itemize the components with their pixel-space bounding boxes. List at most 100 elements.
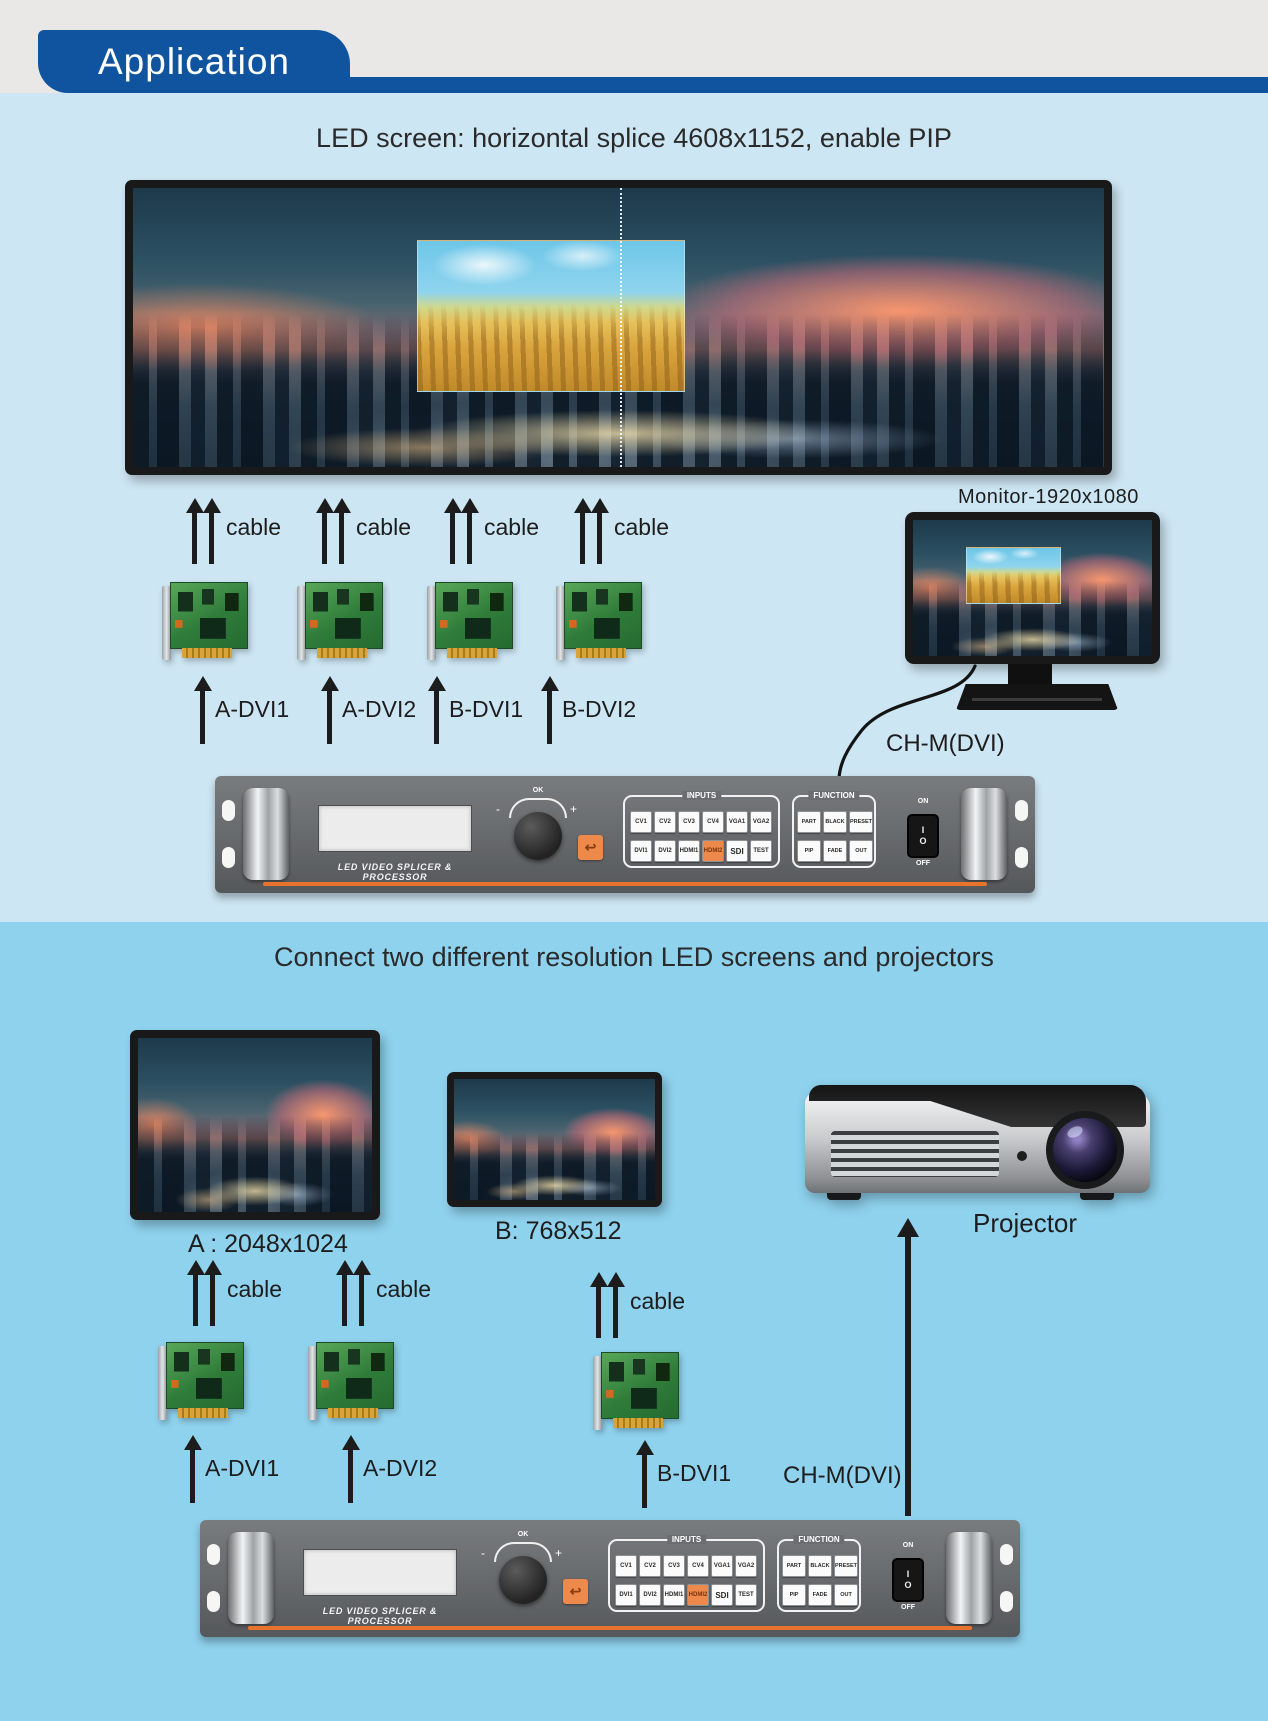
up-arrow xyxy=(467,512,472,564)
output-group: A-DVI2 xyxy=(327,676,416,744)
led-screen-a xyxy=(130,1030,380,1220)
monitor-neck xyxy=(1008,664,1052,684)
back-icon: ↩ xyxy=(569,1583,582,1599)
function-group: FUNCTION PART BLACK PRESET PIP FADE OUT xyxy=(792,791,876,868)
up-arrow xyxy=(596,1286,601,1338)
inputs-group: INPUTS CV1 CV2 CV3 CV4 VGA1 VGA2 DVI1 DV… xyxy=(623,791,780,868)
up-arrow xyxy=(547,690,552,744)
power-o-mark: O xyxy=(919,836,927,846)
cable-group: cable xyxy=(192,498,281,564)
up-arrow xyxy=(327,690,332,744)
video-processor-front-panel: LED VIDEO SPLICER & PROCESSOR OK - + ↩ I… xyxy=(200,1520,1020,1637)
input-button: CV4 xyxy=(687,1555,709,1577)
sender-card xyxy=(297,582,383,664)
knob-ok-label: OK xyxy=(532,787,544,794)
splice-divider-line xyxy=(620,188,622,467)
up-arrow xyxy=(200,690,205,744)
function-button: BLACK xyxy=(808,1555,832,1577)
input-button: TEST xyxy=(750,840,772,862)
up-arrow xyxy=(642,1454,647,1508)
knob-minus-label: - xyxy=(481,1546,485,1560)
rack-ear-hole xyxy=(1015,847,1028,868)
function-button: OUT xyxy=(849,840,873,862)
header-underline-bar xyxy=(120,77,1268,93)
section2-title: Connect two different resolution LED scr… xyxy=(274,942,994,972)
front-panel-accent-stripe xyxy=(263,882,987,886)
power-switch: I O xyxy=(907,814,939,858)
led-screen-b xyxy=(447,1072,662,1207)
input-button: SDI xyxy=(726,840,748,862)
input-button: TEST xyxy=(735,1584,757,1606)
screen-a-image xyxy=(138,1038,372,1212)
video-processor-front-panel: LED VIDEO SPLICER & PROCESSOR OK - + ↩ I… xyxy=(215,776,1035,893)
sender-card xyxy=(308,1342,394,1424)
rack-handle xyxy=(946,1532,992,1624)
card-board xyxy=(166,1342,244,1409)
card-bracket xyxy=(593,1356,602,1430)
up-arrow xyxy=(342,1274,347,1326)
monitor-label: Monitor-1920x1080 xyxy=(958,486,1139,508)
output-group: A-DVI1 xyxy=(190,1435,279,1503)
projector xyxy=(805,1085,1150,1200)
input-button-active: HDMI2 xyxy=(687,1584,709,1606)
section1-title: LED screen: horizontal splice 4608x1152,… xyxy=(316,123,952,153)
input-button: DVI2 xyxy=(639,1584,661,1606)
monitor-image xyxy=(913,520,1152,656)
input-button: VGA1 xyxy=(726,811,748,833)
cable-label: cable xyxy=(614,514,669,540)
knob-plus-label: + xyxy=(555,1546,563,1560)
back-button: ↩ xyxy=(563,1579,588,1604)
ch-m-dvi-label: CH-M(DVI) xyxy=(783,1462,902,1489)
input-button: CV4 xyxy=(702,811,724,833)
function-group: FUNCTION PART BLACK PRESET PIP FADE OUT xyxy=(777,1535,861,1612)
card-gold-edge xyxy=(328,1408,378,1418)
projector-sensor-dot xyxy=(1017,1151,1027,1161)
sender-card xyxy=(593,1352,679,1434)
function-button: OUT xyxy=(834,1584,858,1606)
input-button: DVI1 xyxy=(615,1584,637,1606)
screen-a-label: A : 2048x1024 xyxy=(188,1230,348,1258)
rack-ear-hole xyxy=(207,1591,220,1612)
up-arrow xyxy=(613,1286,618,1338)
up-arrow xyxy=(450,512,455,564)
output-group: B-DVI1 xyxy=(642,1440,731,1508)
power-off-label: OFF xyxy=(916,860,930,867)
power-on-label: ON xyxy=(902,1542,914,1549)
up-arrow xyxy=(190,1449,195,1503)
card-gold-edge xyxy=(178,1408,228,1418)
card-gold-edge xyxy=(576,648,626,658)
input-button: CV3 xyxy=(663,1555,685,1577)
function-button: FADE xyxy=(808,1584,832,1606)
input-button: CV2 xyxy=(654,811,676,833)
output-group: A-DVI2 xyxy=(348,1435,437,1503)
cable-label: cable xyxy=(376,1276,431,1302)
sender-card xyxy=(158,1342,244,1424)
rotary-knob xyxy=(514,812,562,860)
up-arrow xyxy=(192,512,197,564)
card-board xyxy=(564,582,642,649)
cable-label: cable xyxy=(356,514,411,540)
inputs-row-1: CV1 CV2 CV3 CV4 VGA1 VGA2 xyxy=(630,811,772,833)
card-bracket xyxy=(297,586,306,660)
input-button: VGA2 xyxy=(750,811,772,833)
up-arrow xyxy=(359,1274,364,1326)
output-group: B-DVI1 xyxy=(434,676,523,744)
up-arrow xyxy=(209,512,214,564)
cable-group: cable xyxy=(450,498,539,564)
output-group: A-DVI1 xyxy=(200,676,289,744)
rack-handle xyxy=(243,788,289,880)
application-tab: Application xyxy=(38,30,350,93)
up-arrow xyxy=(339,512,344,564)
sender-card xyxy=(427,582,513,664)
rack-ear-hole xyxy=(1015,800,1028,821)
inputs-row-2: DVI1 DVI2 HDMI1 HDMI2 SDI TEST xyxy=(630,840,772,862)
function-row-1: PART BLACK PRESET xyxy=(782,1555,858,1577)
up-arrow xyxy=(193,1274,198,1326)
input-button: CV1 xyxy=(630,811,652,833)
function-button: PIP xyxy=(782,1584,806,1606)
function-row-1: PART BLACK PRESET xyxy=(797,811,873,833)
up-arrow xyxy=(348,1449,353,1503)
output-label: B-DVI2 xyxy=(562,696,637,722)
input-button: CV3 xyxy=(678,811,700,833)
sender-card xyxy=(162,582,248,664)
